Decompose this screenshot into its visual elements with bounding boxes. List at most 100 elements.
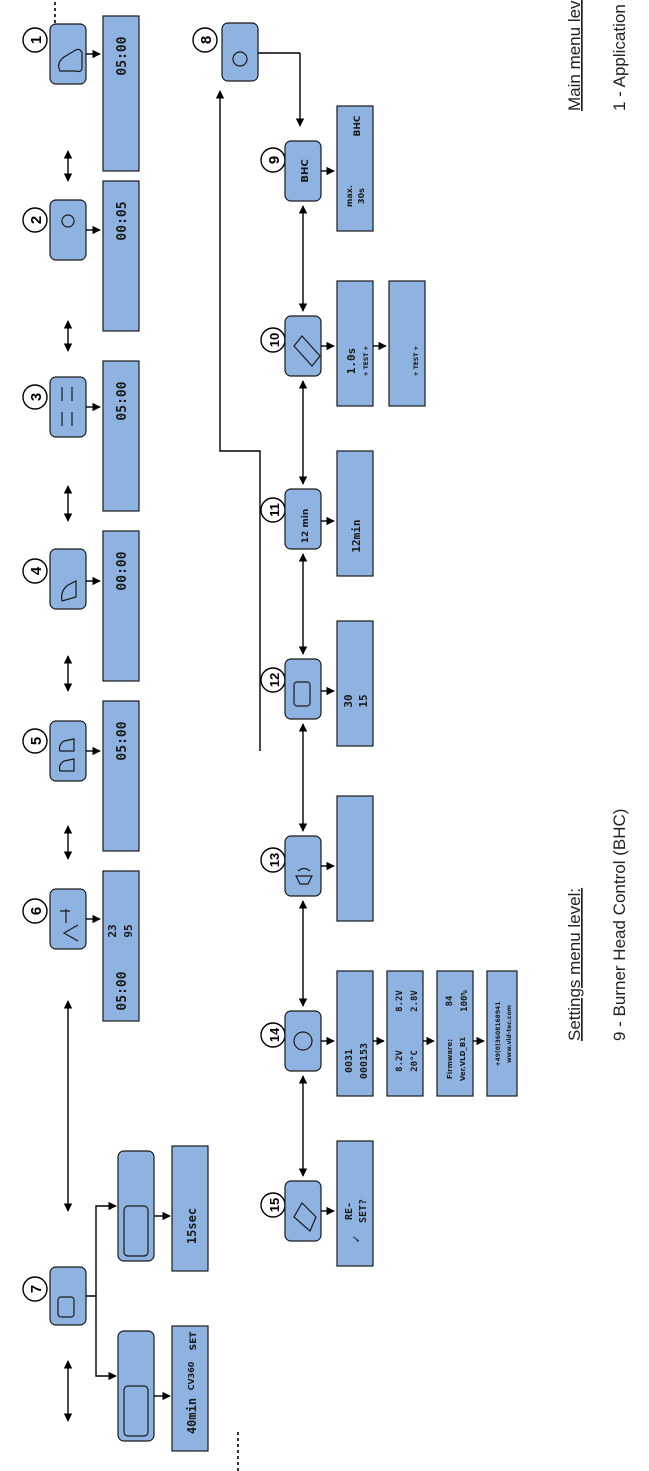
item-4-time: 00:00 (115, 551, 130, 590)
item-1-display (102, 15, 140, 172)
item-10-test-display (388, 280, 426, 407)
item-9-number: 9 (266, 156, 283, 164)
item-12-contrast: 15 (357, 694, 370, 707)
settings-menu-heading: Settings menu level: (565, 888, 584, 1041)
item-14-display-contact (486, 970, 518, 1097)
item-14-display-firmware (436, 970, 474, 1097)
reset-icon (293, 1202, 317, 1232)
item-14-v3: 2.8V (410, 990, 420, 1012)
item-3-display (102, 360, 140, 512)
item-7b-display (171, 1325, 209, 1452)
item-15-check: ✓ (349, 1235, 363, 1242)
item-11: 11 12 min 12min (260, 450, 374, 577)
item-7b-set: SET (189, 1331, 199, 1351)
info-icon (293, 1031, 313, 1051)
mode-switch-icon (57, 1296, 75, 1318)
item-6-value-a: 23 (106, 924, 119, 937)
item-11-number: 11 (267, 503, 282, 517)
item-3-icon-screen[interactable] (49, 376, 87, 438)
item-12-brightness: 30 (342, 694, 355, 707)
item-11-value: 12min (350, 519, 363, 552)
item-10b-test: + TEST + (413, 346, 420, 377)
item-14-icon-screen[interactable] (284, 1010, 322, 1072)
item-13-number: 13 (267, 853, 282, 867)
item-13: 13 (260, 795, 374, 922)
item-5-time: 05:00 (115, 721, 130, 760)
item-9: 9 BHC BHC max. 30s (260, 105, 374, 232)
item-15-reset-line1: RE- (344, 1202, 355, 1220)
item-10-display (336, 280, 374, 407)
item-14-firmware-label: Firmware: (446, 1039, 454, 1079)
item-6-value-b: 95 (122, 924, 135, 937)
item-14-firmware-version: Ver.VLD_B1 (459, 1037, 467, 1081)
two-hands-icon (61, 387, 73, 426)
item-9-max-value: 30s (357, 188, 366, 204)
item-15-display (336, 1140, 374, 1267)
item-9-icon-label: BHC (300, 159, 311, 182)
item-6-number: 6 (28, 907, 45, 915)
temp-select-icon (123, 1205, 149, 1257)
item-6: 6 23 95 05:00 (22, 870, 140, 1022)
item-2-display (102, 180, 140, 332)
item-2: 2 00:05 (22, 180, 140, 332)
item-14-web: www.vld-tec.com (506, 1005, 513, 1063)
item-2-number: 2 (28, 216, 45, 224)
item-5: 5 05:00 (22, 700, 140, 852)
hand-button-icon (58, 48, 83, 73)
item-3: 3 05:00 (22, 360, 140, 512)
branch-7b (95, 1201, 117, 1296)
item-12-number: 12 (267, 673, 282, 687)
item-5-display (102, 700, 140, 852)
item-13-icon-screen[interactable] (284, 835, 322, 897)
main-menu-caption: 1 - Application program Button Start-Sto… (610, 0, 629, 111)
info-wrench-icon (232, 51, 248, 67)
item-8-number: 8 (198, 36, 215, 44)
settings-menu-caption: 9 - Burner Head Control (BHC) (610, 809, 629, 1041)
item-14-pct-a: 84 (445, 995, 455, 1006)
item-7a-display (171, 1145, 209, 1272)
item-2-icon-screen[interactable] (49, 199, 87, 261)
item-15: 15 RE- SET? ✓ (260, 1140, 374, 1267)
foot-pedal-icon (61, 580, 77, 602)
item-7b-model: CV360 (187, 1361, 196, 1390)
item-6-icon-screen[interactable] (49, 888, 87, 950)
item-10-icon-screen[interactable] (284, 315, 322, 377)
item-14-pct-b: 100% (460, 990, 470, 1012)
item-2-time: 00:05 (115, 201, 130, 240)
item-7b-time: 40min (185, 1398, 199, 1434)
item-11-icon-label: 12 min (301, 509, 311, 544)
item-14-display-counter (336, 970, 374, 1097)
item-7-icon-screen[interactable] (49, 1266, 87, 1326)
item-14-v2: 8.2V (395, 1050, 405, 1072)
burner-sensor-icon (293, 335, 321, 367)
item-4-number: 4 (28, 566, 45, 575)
item-4-display (102, 530, 140, 682)
item-14-phone: +49(0)3608168941 (495, 1002, 502, 1067)
item-15-number: 15 (267, 1198, 282, 1212)
item-4: 4 00:00 (22, 530, 140, 682)
item-9-max: max. (345, 185, 354, 207)
item-10-value: 1.0s (345, 348, 358, 375)
item-15-icon-screen[interactable] (284, 1180, 322, 1242)
item-13-display (336, 795, 374, 922)
display-brightness-icon (293, 681, 311, 707)
item-12-icon-screen[interactable] (284, 658, 322, 720)
item-8: 8 (192, 22, 305, 751)
item-6-time: 05:00 (115, 971, 130, 1010)
item-10-test: + TEST + (363, 346, 370, 377)
item-1-number: 1 (28, 36, 45, 44)
item-4-icon-screen[interactable] (49, 548, 87, 610)
item-11-icon-screen[interactable] (284, 488, 322, 550)
item-10: 10 1.0s + TEST + + TEST + (260, 280, 426, 407)
settings-return-line (219, 421, 261, 751)
item-14-counter: 0031 (344, 1049, 355, 1073)
item-3-number: 3 (28, 393, 45, 401)
item-3-time: 05:00 (115, 381, 130, 420)
item-1: 1 05:00 (22, 15, 140, 172)
item-15-reset-line2: SET? (358, 1199, 369, 1223)
main-menu-heading: Main menu level: (565, 0, 584, 111)
temperature-sensor-icon (60, 909, 79, 942)
item-9-display (336, 105, 374, 232)
two-feet-icon (58, 738, 75, 772)
